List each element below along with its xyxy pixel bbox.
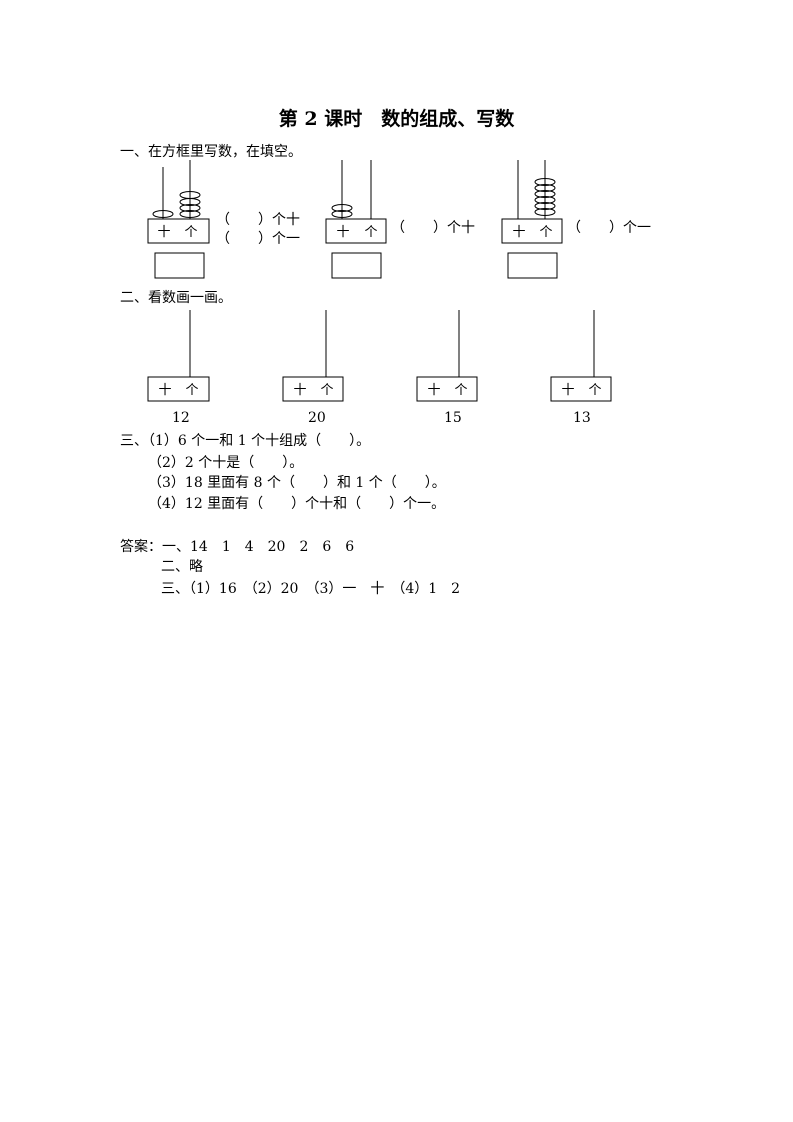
q1-item-1-tens: （ ）个十 (216, 212, 300, 228)
label-ones: 个 (184, 225, 197, 240)
label-tens: 十 (336, 225, 349, 240)
draw-abacus-2 (282, 310, 344, 402)
q1-item-3-ones: （ ）个一 (567, 220, 651, 236)
q2-number-4: 13 (573, 410, 591, 426)
label-ones: 个 (588, 383, 601, 398)
label-ones: 个 (539, 225, 552, 240)
label-tens: 十 (561, 383, 574, 398)
q1-item-1-ones: （ ）个一 (216, 231, 300, 247)
draw-abacus-1 (147, 310, 210, 402)
draw-abacus-3 (416, 310, 478, 402)
abacus-1 (147, 160, 210, 279)
label-ones: 个 (185, 383, 198, 398)
label-tens: 十 (293, 383, 306, 398)
draw-abacus-4 (550, 310, 612, 402)
answers-line-1: 答案：一、14 1 4 20 2 6 6 (120, 539, 355, 555)
q3-line-2: （2）2 个十是（ ）。 (148, 455, 304, 471)
q2-number-3: 15 (444, 410, 462, 426)
q1-item-2-tens: （ ）个十 (391, 220, 475, 236)
label-tens: 十 (427, 383, 440, 398)
q2-heading: 二、看数画一画。 (120, 290, 232, 306)
label-tens: 十 (158, 383, 171, 398)
q1-heading: 一、在方框里写数，在填空。 (120, 144, 302, 160)
q3-line-3: （3）18 里面有 8 个（ ）和 1 个（ ）。 (148, 475, 446, 491)
abacus-3 (501, 160, 563, 279)
page-title: 第 2 课时 数的组成、写数 (278, 108, 515, 130)
label-tens: 十 (512, 225, 525, 240)
label-ones: 个 (364, 225, 377, 240)
label-tens: 十 (157, 225, 170, 240)
label-ones: 个 (454, 383, 467, 398)
abacus-2 (325, 160, 387, 279)
q3-line-1: 三、（1）6 个一和 1 个十组成（ ）。 (120, 433, 371, 449)
label-ones: 个 (320, 383, 333, 398)
q2-number-2: 20 (308, 410, 326, 426)
q2-number-1: 12 (172, 410, 190, 426)
answers-line-3: 三、（1）16 （2）20 （3）一 十 （4）1 2 (161, 581, 461, 597)
q3-line-4: （4）12 里面有（ ）个十和（ ）个一。 (148, 496, 446, 512)
answers-line-2: 二、略 (161, 559, 203, 575)
